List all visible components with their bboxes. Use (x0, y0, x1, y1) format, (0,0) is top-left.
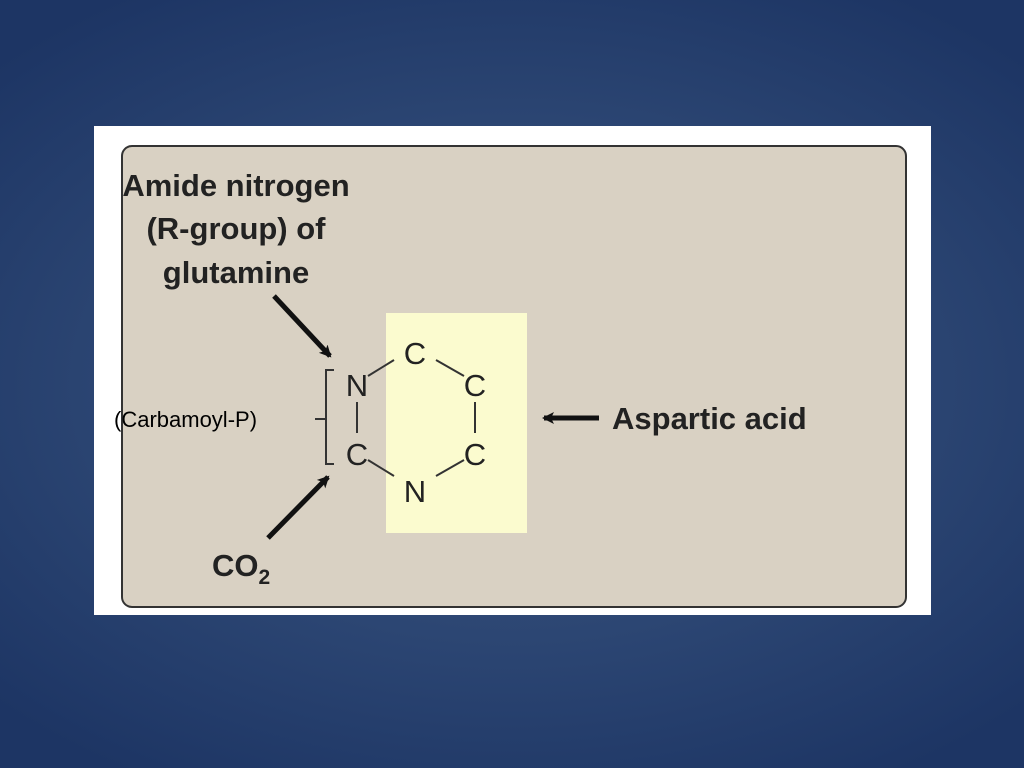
glutamine-arrow (272, 294, 332, 358)
bond-c2-n3 (367, 459, 395, 477)
co2-formula: CO (212, 548, 259, 583)
atom-n1: N (346, 368, 368, 403)
bond-c6-n1 (367, 359, 395, 377)
atom-c2: C (346, 437, 368, 472)
glutamine-label-line1: Amide nitrogen (122, 168, 349, 203)
glutamine-label-line3: glutamine (163, 255, 309, 290)
aspartic-acid-label: Aspartic acid (612, 401, 807, 436)
carbamoyl-phosphate-label: (Carbamoyl-P) (114, 407, 257, 432)
co2-label: CO2 (212, 548, 270, 589)
atom-c5: C (464, 368, 486, 403)
co2-arrow (266, 475, 330, 540)
atom-n3: N (404, 474, 426, 509)
carbamoyl-bracket (325, 369, 334, 465)
co2-subscript: 2 (259, 566, 271, 589)
figure-frame: Amide nitrogen (R-group) of glutamine As… (94, 126, 931, 615)
atom-c6: C (404, 336, 426, 371)
aspartate-highlight-box (386, 313, 527, 533)
bond-c5-c6 (435, 359, 465, 377)
atom-c4: C (464, 437, 486, 472)
glutamine-label-line2: (R-group) of (146, 211, 326, 246)
bond-n3-c4 (435, 459, 465, 477)
pyrimidine-origin-diagram: Amide nitrogen (R-group) of glutamine As… (114, 145, 907, 608)
